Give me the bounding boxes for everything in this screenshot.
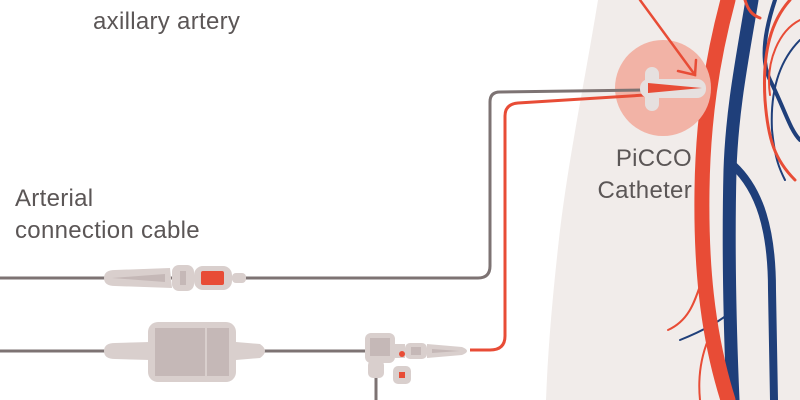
arterial-cable-connector [104,265,246,291]
arterial-connection-cable [0,88,646,280]
arterial-cable-label-line2: connection cable [15,217,200,244]
arteries [667,0,800,400]
catheter-red-line [470,93,646,352]
axillary-artery-label: axillary artery [93,8,241,35]
arterial-cable-label-line1: Arterial [15,185,94,212]
arrow-icon [638,0,698,77]
picco-label-line2: Catheter [597,177,692,204]
picco-label-line1: PiCCO [615,145,692,172]
picco-catheter-icon [640,67,706,111]
stopcock-connector [365,333,467,384]
pressure-transducer [104,322,265,382]
